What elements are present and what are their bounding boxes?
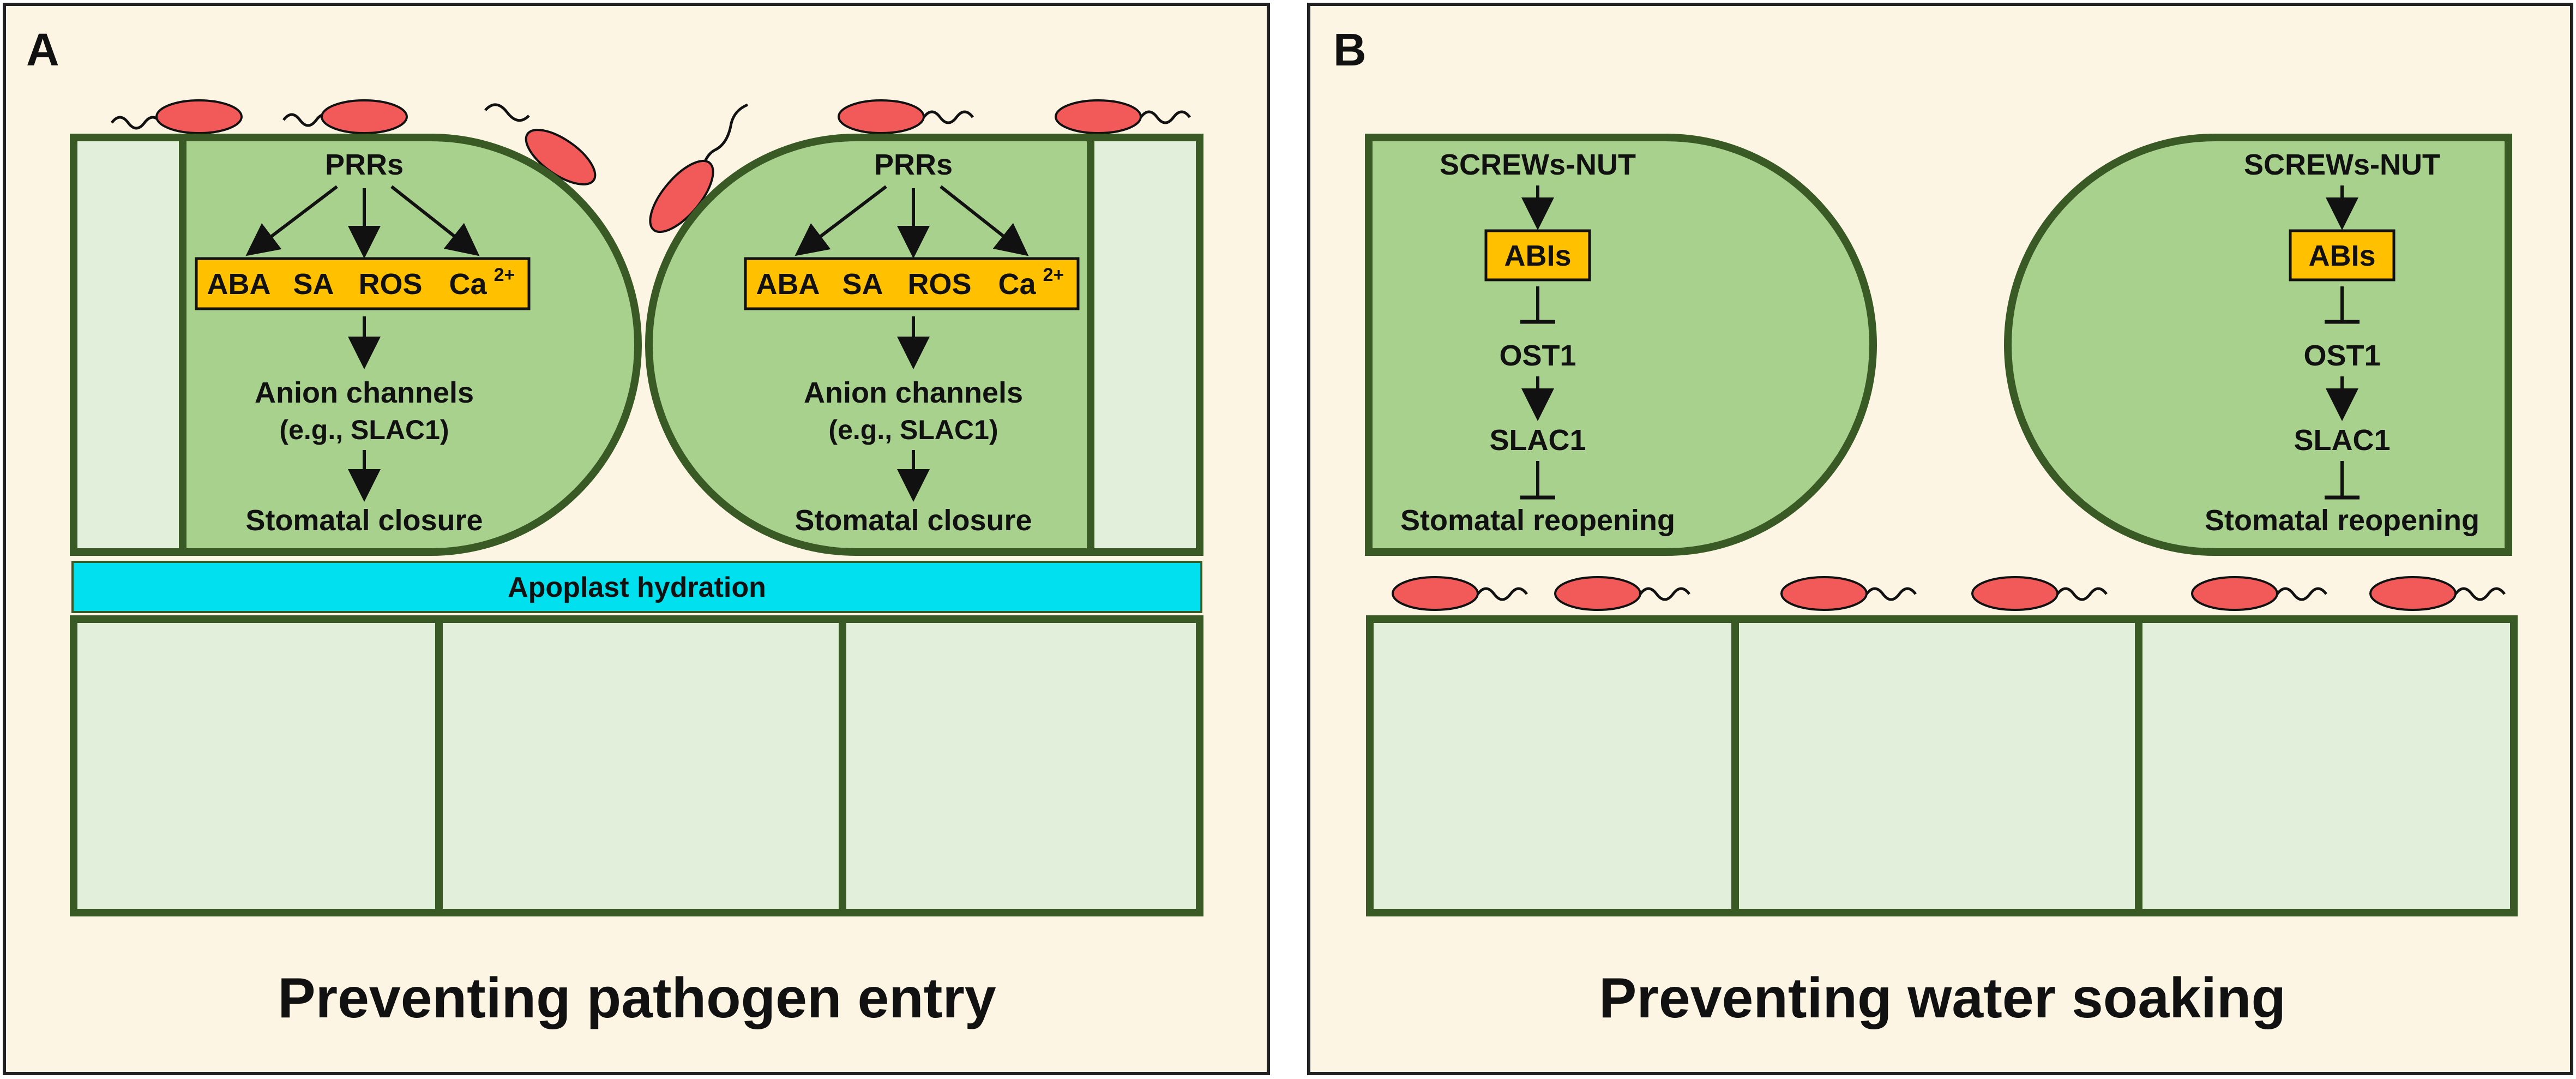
stomatal-closure-label: Stomatal closure	[245, 504, 483, 537]
epidermal-cell	[70, 615, 443, 916]
epidermal-row-b	[1366, 615, 2518, 916]
bacterium	[282, 99, 408, 134]
bacterium	[1055, 99, 1191, 134]
anion-channels-label: Anion channels	[255, 376, 474, 409]
guard-cell-right	[2004, 134, 2512, 556]
slac1-label: SLAC1	[2294, 424, 2390, 457]
signal-sa: SA	[842, 268, 883, 301]
epidermal-cell	[1366, 615, 1739, 916]
bacterium	[1392, 576, 1528, 611]
apoplast-bar	[71, 561, 1202, 613]
calcium-superscript: 2+	[1043, 265, 1064, 285]
abis-label: ABIs	[2308, 239, 2375, 272]
signal-box	[744, 257, 1080, 310]
bacterium	[111, 99, 243, 134]
arrow	[390, 185, 480, 256]
abis-box	[2289, 229, 2396, 281]
signal-sa: SA	[293, 268, 334, 301]
epidermal-cell	[1731, 615, 2142, 916]
bacteria-group-a	[111, 99, 1191, 233]
epidermal-cell	[435, 615, 846, 916]
arrow	[940, 185, 1029, 256]
panel-a-caption: Preventing pathogen entry	[278, 967, 996, 1030]
panel-b-letter: B	[1333, 24, 1367, 75]
bacterium	[1780, 576, 1917, 611]
prrs-label: PRRs	[325, 148, 404, 181]
pathway-b-right: SCREWs-NUT ABIs OST1 SLAC1 Stomatal reop…	[2205, 148, 2479, 537]
slac1-example-label: (e.g., SLAC1)	[828, 415, 998, 445]
abis-box	[1484, 229, 1591, 281]
bacterium	[2369, 576, 2506, 611]
panel-a-letter: A	[26, 24, 59, 75]
stomatal-closure-label: Stomatal closure	[795, 504, 1032, 537]
panel-b: B SCREWs-NUT ABIs OST1 SLAC1 Stomatal re…	[1307, 3, 2573, 1075]
signal-ros: ROS	[907, 268, 971, 301]
guard-cell-left	[179, 134, 642, 556]
pathway-b-left: SCREWs-NUT ABIs OST1 SLAC1 Stomatal reop…	[1400, 148, 1675, 537]
bacterium	[1971, 576, 2108, 611]
arrow	[795, 185, 887, 256]
stomatal-reopening-label: Stomatal reopening	[2205, 504, 2479, 537]
signal-aba: ABA	[756, 268, 820, 301]
anion-channels-label: Anion channels	[804, 376, 1023, 409]
calcium-superscript: 2+	[494, 265, 515, 285]
panel-b-caption: Preventing water soaking	[1599, 967, 2286, 1030]
signal-aba: ABA	[207, 268, 271, 301]
panel-a: A	[3, 3, 1270, 1075]
signal-box	[195, 257, 531, 310]
guard-cell-left	[1365, 134, 1877, 556]
screws-nut-label: SCREWs-NUT	[1440, 148, 1636, 181]
signal-ros: ROS	[358, 268, 422, 301]
ost1-label: OST1	[1499, 339, 1576, 372]
slac1-label: SLAC1	[1489, 424, 1586, 457]
bacterium	[1554, 576, 1690, 611]
signal-calcium: Ca	[998, 268, 1036, 301]
pathway-a-left: PRRs ABA SA ROS Ca 2+ Anion channels (e.…	[195, 148, 531, 537]
bacteria-group-b	[1392, 576, 2506, 611]
screws-nut-label: SCREWs-NUT	[2244, 148, 2440, 181]
pathway-a-right: PRRs ABA SA ROS Ca 2+ Anion channels (e.…	[744, 148, 1080, 537]
prrs-label: PRRs	[874, 148, 953, 181]
apoplast-label: Apoplast hydration	[508, 572, 766, 603]
slac1-example-label: (e.g., SLAC1)	[279, 415, 449, 445]
epidermal-cell	[2135, 615, 2518, 916]
stomatal-reopening-label: Stomatal reopening	[1400, 504, 1675, 537]
signal-calcium: Ca	[449, 268, 487, 301]
guard-cell-right	[645, 134, 1094, 556]
bacterium	[838, 99, 974, 134]
side-cell-left	[70, 134, 186, 556]
arrow	[245, 185, 338, 256]
epidermal-cell	[839, 615, 1203, 916]
side-cell-right	[1087, 134, 1203, 556]
epidermal-row-a	[70, 615, 1203, 916]
abis-label: ABIs	[1504, 239, 1571, 272]
bacterium	[2191, 576, 2327, 611]
ost1-label: OST1	[2303, 339, 2380, 372]
